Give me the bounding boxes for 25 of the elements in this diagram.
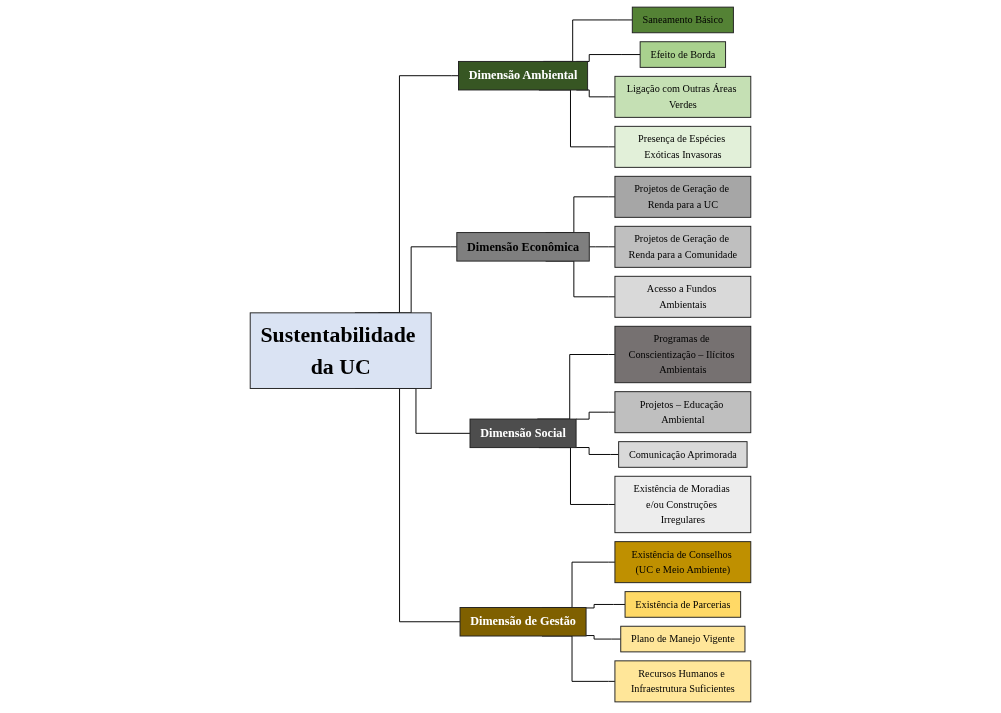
connector: [575, 447, 620, 455]
node-box: Recursos Humanos e Infraestrutura Suficientes: [614, 660, 752, 703]
node-box: Programas de Conscientização – Ilícitos Ambientais: [614, 325, 752, 384]
node-box: Existência de Moradias e/ou Construções Irregulares: [614, 475, 752, 534]
node-box: Dimensão Ambiental: [458, 60, 589, 91]
connector: [585, 635, 622, 640]
node-box: Projetos de Geração de Renda para a UC: [614, 175, 752, 218]
node-box: Dimensão de Gestão: [459, 607, 587, 637]
node-box: Dimensão Econômica: [456, 232, 590, 262]
connector: [585, 603, 626, 609]
connector: [588, 246, 616, 248]
node-box: Existência de Conselhos (UC e Meio Ambiente): [614, 541, 752, 584]
node-box: Projetos – Educação Ambiental: [614, 391, 752, 434]
node-box: Presença de Espécies Exóticas Invasoras: [614, 125, 752, 168]
node-box: Comunicação Aprimorada: [618, 441, 748, 468]
node-box: Ligação com Outras Áreas Verdes: [614, 75, 752, 118]
node-box: Efeito de Borda: [639, 41, 727, 68]
node-box: Sustentabilidade da UC: [249, 312, 432, 389]
connector: [575, 411, 616, 420]
node-box: Acesso a Fundos Ambientais: [614, 275, 752, 318]
node-box: Existência de Parcerias: [624, 591, 742, 618]
node-box: Dimensão Social: [469, 418, 577, 449]
node-box: Saneamento Básico: [631, 6, 734, 34]
node-box: Plano de Manejo Vigente: [620, 625, 746, 653]
node-box: Projetos de Geração de Renda para a Comunidade: [614, 225, 752, 268]
